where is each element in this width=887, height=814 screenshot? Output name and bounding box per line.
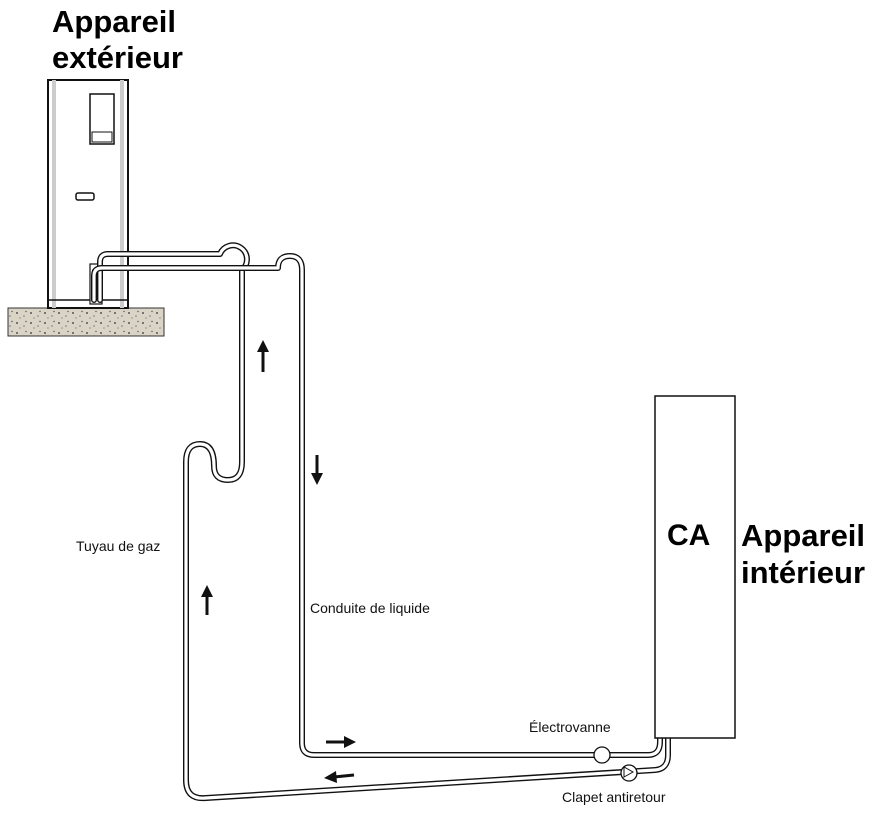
indoor-unit-title-line1: Appareil (741, 518, 866, 553)
flow-arrow-right-liquid (326, 736, 356, 748)
liquid-pipe-label: Conduite de liquide (310, 600, 430, 616)
flow-arrow-up-gas (201, 585, 213, 615)
outdoor-unit-title-line2: extérieur (52, 40, 183, 75)
outdoor-unit (47, 79, 129, 309)
flow-arrow-up-outdoor (257, 340, 269, 372)
flow-arrow-left-gas (324, 771, 355, 783)
solenoid-valve-label: Électrovanne (529, 719, 611, 735)
concrete-base (7, 307, 165, 337)
flow-arrow-down-liquid (311, 455, 323, 485)
indoor-unit (654, 395, 736, 739)
solenoid-valve (593, 746, 611, 764)
outdoor-handle (75, 192, 95, 201)
check-valve-label: Clapet antiretour (562, 789, 666, 805)
outdoor-unit-title-line1: Appareil (52, 4, 177, 39)
gas-pipe-label: Tuyau de gaz (76, 538, 161, 554)
gas-pipe (97, 242, 671, 802)
liquid-pipe (91, 253, 663, 758)
indoor-unit-title-line2: intérieur (741, 555, 866, 590)
check-valve (620, 764, 638, 782)
indoor-unit-badge: CA (667, 519, 711, 552)
